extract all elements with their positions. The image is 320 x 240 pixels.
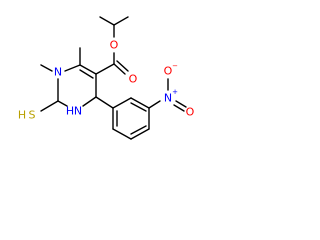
atom-thiol-s: S bbox=[29, 109, 36, 122]
bond-c5-c6-double-b bbox=[79, 69, 94, 79]
atom-nitro-o-single: O bbox=[164, 65, 173, 78]
bond-c-o-double-b bbox=[116, 60, 129, 72]
bond-c6-n1 bbox=[64, 64, 81, 72]
bond-n1-methyl bbox=[40, 64, 53, 72]
bond-nitro-n-o-double-b bbox=[173, 104, 185, 112]
bond-c2-n3 bbox=[57, 100, 68, 107]
atom-o-ester: O bbox=[110, 39, 119, 52]
bond-n3-c4 bbox=[82, 96, 97, 107]
bond-aryl-2 bbox=[112, 128, 132, 140]
bond-aryl-6 bbox=[112, 97, 132, 109]
atom-o-ester-carbonyl: O bbox=[129, 73, 138, 86]
bond-aryl-3 bbox=[130, 128, 150, 140]
chemical-structure: O O N N H H S N + O − O bbox=[18, 16, 195, 140]
charge-nitro-o: − bbox=[172, 62, 178, 70]
bond-aryl-3-inner bbox=[130, 125, 147, 135]
atom-nitro-o-double: O bbox=[186, 106, 195, 119]
bond-c4-aryl bbox=[95, 96, 114, 109]
bond-c-o-double-a bbox=[113, 63, 126, 75]
bond-nitro-n-o-double-a bbox=[175, 100, 187, 108]
bond-carbonyl-c5 bbox=[95, 63, 115, 75]
bond-isopropyl-2 bbox=[113, 16, 129, 26]
bond-aryl-5-inner bbox=[130, 102, 147, 112]
atom-n1: N bbox=[54, 66, 62, 79]
bond-aryl-nitro-n bbox=[148, 100, 161, 109]
bond-c5-c6-double-a bbox=[79, 64, 97, 75]
bond-isopropyl-1 bbox=[99, 16, 115, 26]
bond-c2-s bbox=[40, 100, 59, 112]
atom-n3-hydrogen: H bbox=[66, 105, 74, 118]
atom-n3: N bbox=[74, 105, 82, 118]
charge-nitro-n: + bbox=[172, 88, 178, 96]
atom-thiol-hydrogen: H bbox=[18, 109, 26, 122]
bond-aryl-5 bbox=[130, 97, 150, 109]
atom-nitro-n: N bbox=[164, 92, 172, 105]
